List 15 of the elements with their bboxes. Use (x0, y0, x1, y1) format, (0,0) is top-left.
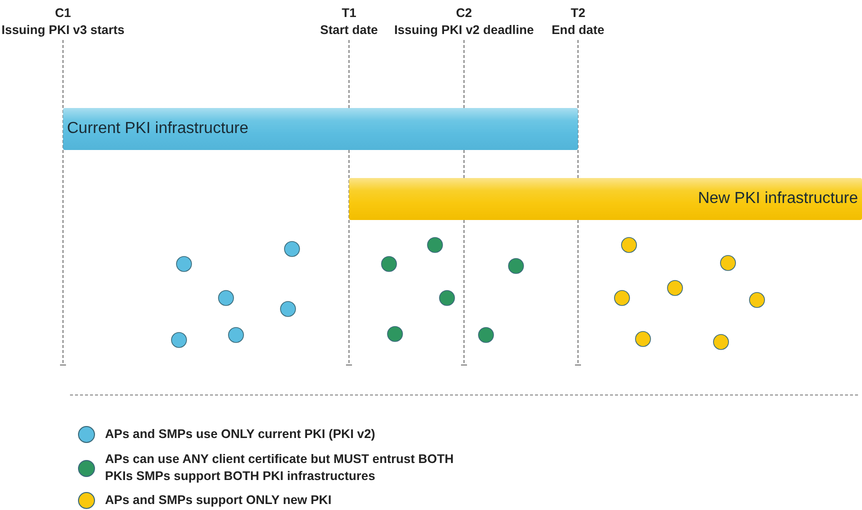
milestone-label: Start date (320, 22, 378, 39)
milestone-code: C1 (55, 5, 71, 22)
milestone-code: T1 (342, 5, 356, 22)
bar-label: New PKI infrastructure (698, 189, 858, 209)
milestone-code: T2 (570, 5, 586, 22)
legend-text: APs and SMPs use ONLY current PKI (PKI v2) (105, 426, 376, 443)
timeline-bar (63, 108, 578, 150)
milestone-code: C2 (456, 5, 472, 22)
legend-text: APs can use ANY client certificate but MUST entrust BOTH PKIs SMPs support BOTH PKI infrastructures (105, 451, 455, 485)
milestone-label: Issuing PKI v2 deadline (394, 22, 534, 39)
legend-text: APs and SMPs support ONLY new PKI (105, 492, 332, 509)
milestone-label: Issuing PKI v3 starts (2, 22, 124, 39)
bar-label: Current PKI infrastructure (67, 119, 248, 139)
timeline-bar (349, 178, 862, 220)
milestone-label: End date (552, 22, 604, 39)
